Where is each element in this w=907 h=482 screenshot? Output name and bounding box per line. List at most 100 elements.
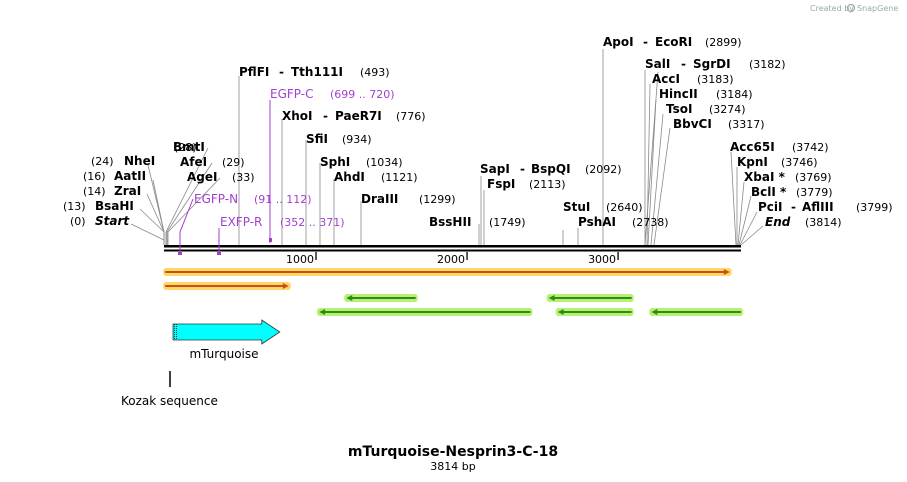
snapgene-logo-icon [846,3,856,13]
site-sphi[interactable]: SphI [320,155,350,169]
site-start[interactable]: Start [95,214,130,228]
green-arrow-0-shape [346,295,416,301]
primer-exfp-r[interactable]: EXFP-R [220,215,262,229]
site-pshai[interactable]: PshAI [578,215,616,229]
site-sfii[interactable]: SfiI [306,132,328,146]
site-acci[interactable]: AccI [652,72,680,86]
site-bspqi[interactable]: BspQI [531,162,571,176]
site-draiii[interactable]: DraIII [361,192,398,206]
site-sapi[interactable]: SapI [480,162,510,176]
plasmid-length: 3814 bp [430,460,475,473]
kozak-label: Kozak sequence [121,394,218,408]
svg-text:-: - [643,35,648,49]
tick-label-1000: 1000 [286,253,314,266]
site-zrai[interactable]: ZraI [114,184,141,198]
site-paer7i[interactable]: PaeR7I [335,109,382,123]
feature-mturquoise[interactable]: mTurquoise [172,319,281,361]
site-ahdi[interactable]: AhdI [334,170,365,184]
backbone-bottom-strand [164,249,741,252]
site-pos-aatii: (16) [83,170,106,183]
site-xhoi[interactable]: XhoI [282,109,313,123]
site-pos-fspi: (2113) [529,178,566,191]
site-acc65i[interactable]: Acc65I [730,140,775,154]
site-pos-nhei: (24) [91,155,114,168]
site-sali[interactable]: SalI [645,57,670,71]
app-name: SnapGene [857,4,898,13]
green-arrow-2-shape [319,309,531,315]
site-stui[interactable]: StuI [563,200,590,214]
site-pos-sphi: (1034) [366,156,403,169]
green-arrow-3-shape [557,309,632,315]
left-site-labels: (24) NheI (16) AatII (14) ZraI (13) BsaH… [63,154,155,228]
tick-3000: 3000 [588,252,619,266]
tick-label-3000: 3000 [588,253,616,266]
primer-exfp-r-range: (352 .. 371) [280,216,345,229]
site-tsoi[interactable]: TsoI [666,102,692,116]
primer-exfp-r-mark [217,252,221,255]
site-sgrdi[interactable]: SgrDI [693,57,731,71]
site-apoi[interactable]: ApoI [603,35,634,49]
site-xbai[interactable]: XbaI * [744,170,786,184]
primer-egfp-n[interactable]: EGFP-N [194,192,238,206]
green-arrow-3[interactable] [555,308,634,316]
feature-mturquoise-stub [173,324,178,340]
site-end[interactable]: End [765,215,791,229]
feature-mturquoise-label: mTurquoise [189,347,258,361]
green-arrow-1[interactable] [546,294,634,302]
site-afliii[interactable]: AflIII [802,200,834,214]
site-bmti[interactable]: BmtI [173,140,205,154]
site-ecori[interactable]: EcoRI [655,35,692,49]
tick-2000: 2000 [437,252,468,266]
primers: EGFP-C (699 .. 720) EGFP-N (91 .. 112) E… [178,87,395,255]
feature-mturquoise-arrow[interactable] [172,319,281,345]
primer-egfp-c-mark [269,238,272,242]
site-afei[interactable]: AfeI [180,155,207,169]
backbone-top-strand [164,245,741,248]
primer-egfp-c[interactable]: EGFP-C [270,87,313,101]
green-arrow-4-shape [651,309,741,315]
green-arrow-1-shape [548,295,632,301]
site-fspi[interactable]: FspI [487,177,515,191]
tick-label-2000: 2000 [437,253,465,266]
site-aatii[interactable]: AatII [114,169,146,183]
svg-text:-: - [681,57,686,71]
site-pos-acci: (3183) [697,73,734,86]
orange-arrow-1-shape [165,283,289,289]
site-pos-start: (0) [70,215,86,228]
site-nhei[interactable]: NheI [124,154,155,168]
site-pos-pshai: (2738) [632,216,669,229]
site-bsshii[interactable]: BssHII [429,215,471,229]
site-pos-zrai: (14) [83,185,106,198]
orange-arrows [163,268,732,290]
orange-arrow-1[interactable] [163,282,291,290]
site-agei[interactable]: AgeI [187,170,217,184]
site-tth111i[interactable]: Tth111I [291,65,343,79]
site-labels: ApoI - EcoRI (2899) SalI - SgrDI (3182) … [173,35,893,229]
site-pos-sfii: (934) [342,133,372,146]
orange-arrow-0[interactable] [163,268,732,276]
site-pos-acc65i: (3742) [792,141,829,154]
site-pos-ecori: (2899) [705,36,742,49]
tick-1000: 1000 [286,252,317,266]
site-pos-paer7i: (776) [396,110,426,123]
site-bbvci[interactable]: BbvCI [673,117,712,131]
primer-egfp-n-mark [178,252,182,255]
site-bcli[interactable]: BclI * [751,185,787,199]
green-arrow-4[interactable] [649,308,743,316]
site-pos-bbvci: (3317) [728,118,765,131]
site-pflfi[interactable]: PflFI [239,65,269,79]
site-kpni[interactable]: KpnI [737,155,768,169]
site-pcii[interactable]: PciI [758,200,783,214]
green-arrow-2[interactable] [317,308,533,316]
site-pos-afliii: (3799) [856,201,893,214]
svg-text:-: - [279,65,284,79]
site-bsahi[interactable]: BsaHI [95,199,134,213]
site-hincii[interactable]: HincII [659,87,698,101]
site-pos-bmti: (28) [174,141,197,154]
green-arrow-0[interactable] [344,294,418,302]
site-pos-end: (3814) [805,216,842,229]
misc-kozak[interactable]: Kozak sequence [121,371,218,408]
scale-ticks: 1000 2000 3000 [286,252,619,266]
primer-egfp-c-range: (699 .. 720) [330,88,395,101]
